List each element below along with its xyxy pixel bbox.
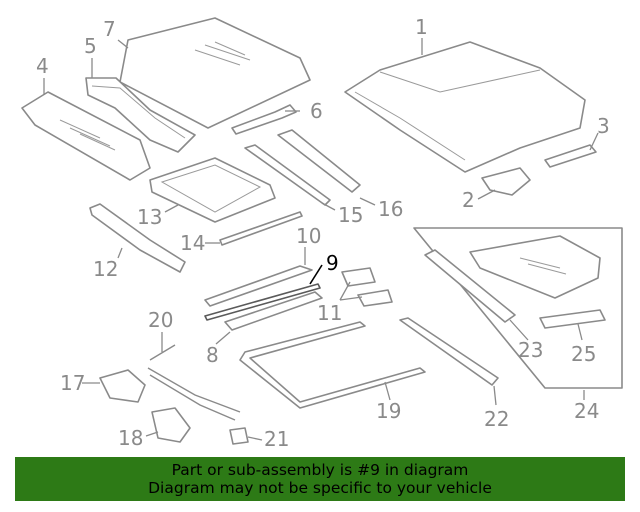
- callout-25: 25: [571, 342, 596, 366]
- callout-5: 5: [84, 34, 97, 58]
- callout-19: 19: [376, 399, 401, 423]
- part-10-seal: [204, 265, 313, 307]
- part-8-rail: [224, 291, 323, 331]
- callout-4: 4: [36, 54, 49, 78]
- part-20-hose: [147, 344, 241, 421]
- callout-24: 24: [574, 399, 599, 423]
- callout-22: 22: [484, 407, 509, 431]
- callout-21: 21: [264, 427, 289, 451]
- part-16-rail: [277, 129, 361, 193]
- callout-15: 15: [338, 203, 363, 227]
- callout-16: 16: [378, 197, 403, 221]
- info-banner: Part or sub-assembly is #9 in diagram Di…: [15, 457, 625, 501]
- sunroof-parts-diagram: 7 5 4 1 6 3 2 16 15 13 14 12 10 9 11 8 2…: [21, 15, 623, 451]
- callout-12: 12: [93, 257, 118, 281]
- leader-lines: [43, 38, 599, 441]
- part-5-deflector: [85, 77, 196, 153]
- callout-6: 6: [310, 99, 323, 123]
- callout-9-highlighted: 9: [326, 251, 339, 275]
- banner-line-2: Diagram may not be specific to your vehi…: [148, 479, 492, 497]
- callout-11: 11: [317, 301, 342, 325]
- callout-14: 14: [180, 231, 205, 255]
- part-18-housing: [151, 407, 191, 443]
- part-25-trim: [539, 309, 606, 329]
- part-17-motor: [99, 369, 146, 403]
- part-6-mechanism: [231, 104, 297, 135]
- callout-labels: 7 5 4 1 6 3 2 16 15 13 14 12 10 9 11 8 2…: [36, 15, 610, 451]
- part-24-glass: [469, 235, 601, 299]
- part-2-bracket: [481, 167, 531, 196]
- part-14-seal: [219, 211, 303, 246]
- callout-20: 20: [148, 308, 173, 332]
- part-19-drain-frame: [239, 321, 426, 409]
- part-22-long-rail: [399, 317, 499, 386]
- part-12-side-rail: [89, 203, 186, 273]
- part-9-highlighted-strip: [204, 283, 321, 321]
- callout-13: 13: [137, 205, 162, 229]
- part-21-clip: [229, 427, 249, 445]
- part-11-clips: [341, 267, 393, 307]
- callout-8: 8: [206, 343, 219, 367]
- part-1-roof-module: [344, 41, 586, 173]
- part-15-rail: [244, 144, 331, 206]
- banner-line-1: Part or sub-assembly is #9 in diagram: [171, 461, 469, 479]
- callout-18: 18: [118, 426, 143, 450]
- part-3-cable: [544, 144, 597, 168]
- callout-3: 3: [597, 114, 610, 138]
- callout-7: 7: [103, 17, 116, 41]
- part-4-sunshade: [21, 91, 151, 181]
- callout-1: 1: [415, 15, 428, 39]
- callout-17: 17: [60, 371, 85, 395]
- part-13-frame: [149, 157, 276, 223]
- callout-2: 2: [462, 188, 475, 212]
- callout-23: 23: [518, 338, 543, 362]
- part-23-seal: [424, 249, 516, 323]
- callout-10: 10: [296, 224, 321, 248]
